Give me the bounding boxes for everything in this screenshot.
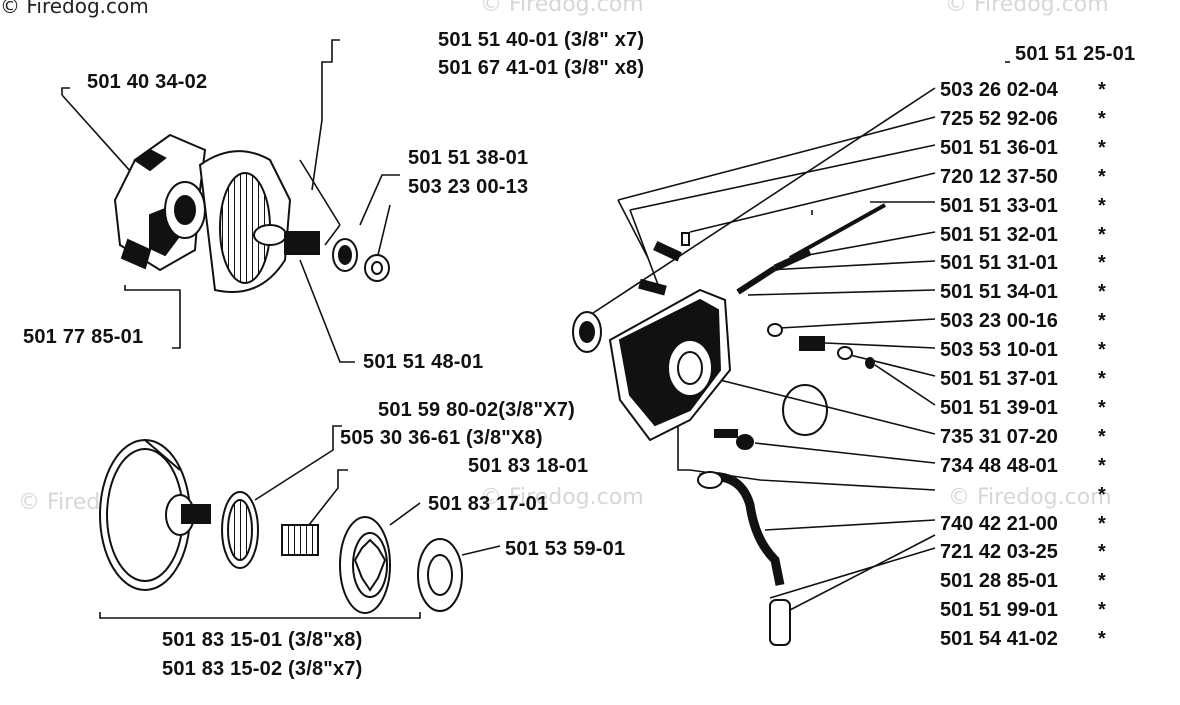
asterisk-mark: * bbox=[1098, 483, 1106, 506]
bearing-b-label: 501 83 18-01 bbox=[468, 455, 589, 477]
right-list-item: 725 52 92-06 * bbox=[940, 107, 1106, 131]
right-list-item: 501 28 85-01 * bbox=[940, 569, 1106, 593]
part-number: 501 51 32-01 bbox=[940, 223, 1058, 246]
part-number: 721 42 03-25 bbox=[940, 541, 1058, 564]
asterisk-mark: * bbox=[1098, 628, 1106, 651]
right-list-item: * bbox=[940, 483, 1106, 507]
right-list-item: 503 53 10-01 * bbox=[940, 338, 1106, 362]
part-number: 735 31 07-20 bbox=[940, 425, 1058, 448]
bearing-a-label: 501 51 38-01 bbox=[408, 147, 529, 169]
part-number: 503 23 00-16 bbox=[940, 310, 1058, 333]
right-list-item: 501 51 36-01 * bbox=[940, 136, 1106, 160]
oil-pump-assembly bbox=[572, 203, 886, 646]
part-number: 501 51 37-01 bbox=[940, 368, 1058, 390]
watermark: © Firedog.com bbox=[945, 0, 1109, 17]
needle-bearing-label: 501 51 48-01 bbox=[363, 351, 484, 373]
part-number: 501 54 41-02 bbox=[940, 628, 1058, 651]
asterisk-mark: * bbox=[1098, 339, 1106, 362]
right-list-item: 501 54 41-02 * bbox=[940, 627, 1106, 651]
part-number: 740 42 21-00 bbox=[940, 512, 1058, 535]
asterisk-mark: * bbox=[1098, 541, 1106, 564]
asterisk-mark: * bbox=[1098, 425, 1106, 448]
right-list-item: 501 51 31-01 * bbox=[940, 251, 1106, 275]
right-list-item: 501 51 99-01 * bbox=[940, 598, 1106, 622]
part-number: 501 51 31-01 bbox=[940, 252, 1058, 275]
asterisk-mark: * bbox=[1098, 165, 1106, 188]
asterisk-mark: * bbox=[1098, 79, 1106, 101]
watermark: © Firedog.com bbox=[948, 485, 1112, 510]
asterisk-mark: * bbox=[1098, 252, 1106, 275]
part-number: 501 51 33-01 bbox=[940, 194, 1058, 217]
leader-lines bbox=[61, 39, 1010, 619]
right-list-item: 735 31 07-20 * bbox=[940, 425, 1106, 449]
part-number: 501 51 34-01 bbox=[940, 281, 1058, 304]
clutch-assy-label: 501 77 85-01 bbox=[23, 326, 144, 348]
pump-top-label: 501 51 25-01 bbox=[1015, 43, 1136, 65]
part-number: 501 51 99-01 bbox=[940, 599, 1058, 622]
right-list-item: 721 42 03-25 * bbox=[940, 540, 1106, 564]
asterisk-mark: * bbox=[1098, 599, 1106, 622]
asterisk-mark: * bbox=[1098, 107, 1106, 130]
asterisk-mark: * bbox=[1098, 223, 1106, 246]
part-number: 501 51 39-01 bbox=[940, 396, 1058, 419]
asterisk-mark: * bbox=[1098, 194, 1106, 217]
part-number: 725 52 92-06 bbox=[940, 107, 1058, 130]
part-number: 503 26 02-04 bbox=[940, 79, 1058, 101]
rim-sprocket-8-label: 505 30 36-61 (3/8"X8) bbox=[340, 427, 543, 449]
right-list-item: 503 23 00-16 * bbox=[940, 309, 1106, 333]
asterisk-mark: * bbox=[1098, 570, 1106, 593]
right-list-item: 501 51 37-01 * bbox=[940, 367, 1106, 391]
asterisk-mark: * bbox=[1098, 454, 1106, 477]
right-list-item: 501 51 39-01 * bbox=[940, 396, 1106, 420]
right-list-item: 501 51 33-01 * bbox=[940, 194, 1106, 218]
right-list-item: 720 12 37-50 * bbox=[940, 165, 1106, 189]
drum-8-label: 501 83 15-01 (3/8"x8) bbox=[162, 629, 363, 651]
clutch-drum bbox=[99, 439, 463, 614]
washer-a-label: 503 23 00-13 bbox=[408, 176, 529, 198]
drum-7-label: 501 83 15-02 (3/8"x7) bbox=[162, 658, 363, 680]
asterisk-mark: * bbox=[1098, 396, 1106, 419]
right-list-item: 734 48 48-01 * bbox=[940, 454, 1106, 478]
asterisk-mark: * bbox=[1098, 281, 1106, 304]
part-number: 734 48 48-01 bbox=[940, 454, 1058, 477]
copyright-text: © Firedog.com bbox=[0, 0, 149, 18]
asterisk-mark: * bbox=[1098, 512, 1106, 535]
asterisk-mark: * bbox=[1098, 136, 1106, 159]
washer-b-label: 501 53 59-01 bbox=[505, 538, 626, 560]
clutch-drum-7-label: 501 51 40-01 (3/8" x7) bbox=[438, 29, 645, 51]
clutch-shoe-label: 501 40 34-02 bbox=[87, 71, 208, 93]
part-number: 501 28 85-01 bbox=[940, 570, 1058, 593]
watermark: © Firedog.com bbox=[480, 485, 644, 510]
right-list-item: 503 26 02-04 * bbox=[940, 78, 1106, 102]
clutch-shoe-assembly bbox=[113, 133, 390, 293]
right-list-item: 740 42 21-00 * bbox=[940, 512, 1106, 536]
asterisk-mark: * bbox=[1098, 310, 1106, 333]
asterisk-mark: * bbox=[1098, 368, 1106, 390]
bearing-c-label: 501 83 17-01 bbox=[428, 493, 549, 515]
part-number: 720 12 37-50 bbox=[940, 165, 1058, 188]
clutch-drum-8-label: 501 67 41-01 (3/8" x8) bbox=[438, 57, 645, 79]
right-list-item: 501 51 34-01 * bbox=[940, 280, 1106, 304]
right-list-item: 501 51 32-01 * bbox=[940, 223, 1106, 247]
watermark: © Firedog.com bbox=[480, 0, 644, 17]
part-number: 503 53 10-01 bbox=[940, 339, 1058, 362]
rim-sprocket-7-label: 501 59 80-02(3/8"X7) bbox=[378, 399, 575, 421]
part-number: 501 51 36-01 bbox=[940, 136, 1058, 159]
